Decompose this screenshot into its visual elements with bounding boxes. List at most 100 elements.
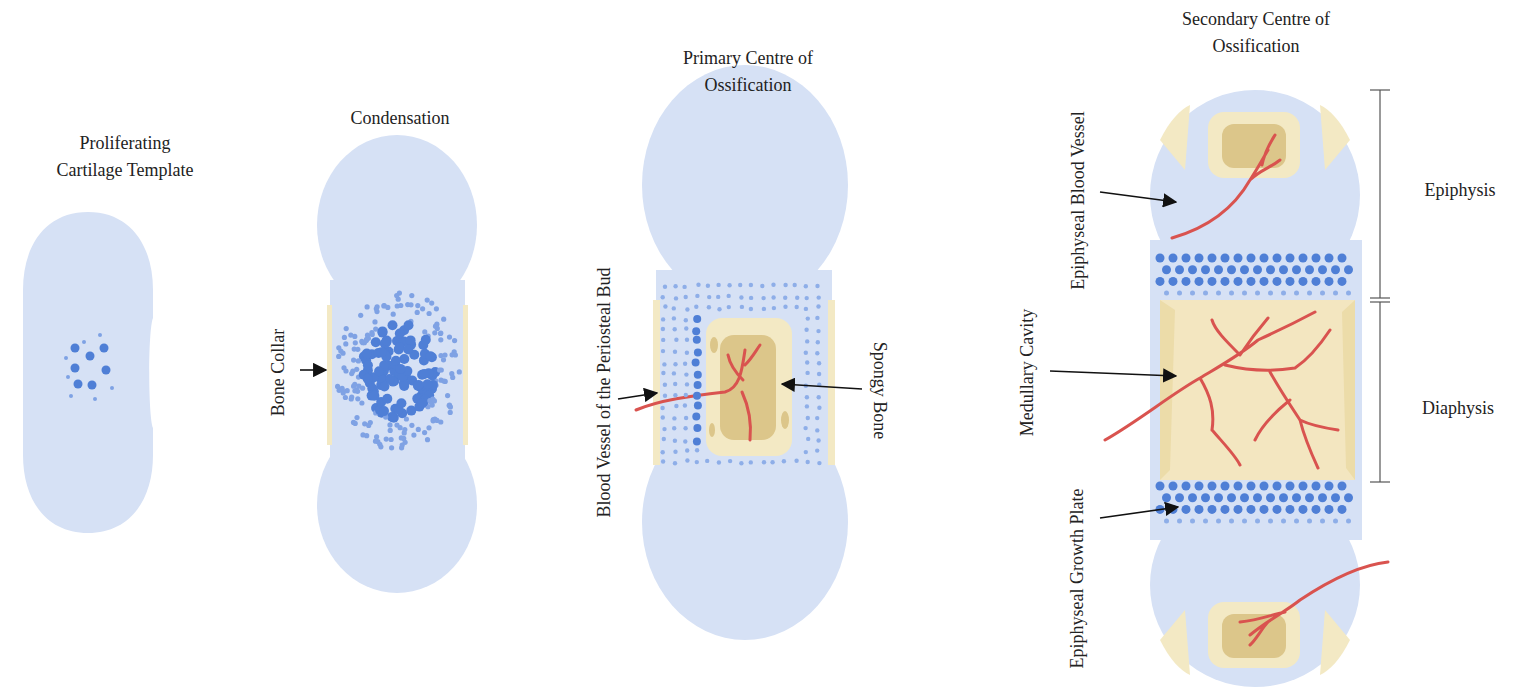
chondrocyte-dot — [1162, 493, 1171, 502]
chondrocyte-dot — [817, 295, 821, 299]
chondrocyte-dot — [1286, 277, 1295, 286]
chondrocyte-dot — [415, 310, 420, 315]
chondrocyte-dot — [1164, 519, 1169, 524]
chondrocyte-dots — [64, 254, 1353, 524]
chondrocyte-dot — [382, 394, 392, 404]
chondrocyte-dot — [88, 381, 97, 390]
chondrocyte-dot — [417, 398, 427, 408]
chondrocyte-dot — [344, 326, 349, 331]
chondrocyte-dot — [1201, 265, 1210, 274]
chondrocyte-dot — [661, 450, 665, 454]
chondrocyte-dot — [1305, 265, 1314, 274]
chondrocyte-dot — [1240, 265, 1249, 274]
chondrocyte-dot — [437, 367, 442, 372]
chondrocyte-dot — [415, 303, 420, 308]
chondrocyte-dot — [683, 362, 687, 366]
chondrocyte-dot — [673, 284, 677, 288]
stage-label: Epiphysis — [1424, 177, 1495, 204]
chondrocyte-dot — [1325, 505, 1334, 514]
chondrocyte-dot — [1190, 291, 1195, 296]
chondrocyte-dot — [682, 285, 686, 289]
chondrocyte-dot — [1227, 265, 1236, 274]
chondrocyte-dot — [1234, 505, 1243, 514]
chondrocyte-dot — [1325, 254, 1334, 263]
chondrocyte-dot — [413, 381, 423, 391]
chondrocyte-dot — [793, 283, 797, 287]
chondrocyte-dot — [684, 318, 688, 322]
chondrocyte-dot — [706, 284, 710, 288]
chondrocyte-dot — [673, 450, 677, 454]
chondrocyte-dot — [816, 340, 820, 344]
chondrocyte-dot — [661, 327, 665, 331]
chondrocyte-dot — [673, 439, 677, 443]
chondrocyte-dot — [365, 304, 370, 309]
stage-label: Secondary Centre of Ossification — [1161, 6, 1351, 60]
chondrocyte-dot — [98, 333, 102, 337]
chondrocyte-dot — [1164, 291, 1169, 296]
chondrocyte-dot — [727, 305, 731, 309]
chondrocyte-dot — [1234, 482, 1243, 491]
chondrocyte-dot — [805, 395, 809, 399]
chondrocyte-dot — [447, 402, 452, 407]
chondrocyte-dot — [342, 335, 347, 340]
chondrocyte-dot — [1338, 254, 1347, 263]
chondrocyte-dot — [673, 350, 677, 354]
chondrocyte-dot — [1214, 265, 1223, 274]
chondrocyte-dot — [685, 458, 689, 462]
chondrocyte-dot — [382, 336, 392, 346]
chondrocyte-dot — [395, 342, 405, 352]
chondrocyte-dot — [110, 386, 114, 390]
chondrocyte-dot — [1299, 505, 1308, 514]
chondrocyte-dot — [441, 317, 446, 322]
chondrocyte-dot — [672, 426, 676, 430]
chondrocyte-dot — [1229, 291, 1234, 296]
chondrocyte-dot — [441, 378, 446, 383]
chondrocyte-dot — [1214, 493, 1223, 502]
chondrocyte-dot — [806, 437, 810, 441]
chondrocyte-dot — [1299, 277, 1308, 286]
chondrocyte-dot — [740, 305, 744, 309]
chondrocyte-dot — [403, 344, 413, 354]
chondrocyte-dot — [82, 340, 86, 344]
primary-centre-bone — [636, 65, 848, 640]
chondrocyte-dot — [372, 319, 377, 324]
chondrocyte-dot — [1253, 265, 1262, 274]
chondrocyte-dot — [672, 316, 676, 320]
chondrocyte-dot — [717, 307, 721, 311]
chondrocyte-dot — [384, 437, 389, 442]
chondrocyte-dot — [1338, 482, 1347, 491]
chondrocyte-dot — [1338, 277, 1347, 286]
chondrocyte-dot — [1318, 493, 1327, 502]
chondrocyte-dot — [1294, 291, 1299, 296]
chondrocyte-dot — [805, 404, 809, 408]
chondrocyte-dot — [661, 415, 665, 419]
chondrocyte-dot — [1299, 254, 1308, 263]
chondrocyte-dot — [1266, 493, 1275, 502]
chondrocyte-dot — [432, 398, 437, 403]
chondrocyte-dot — [684, 372, 688, 376]
chondrocyte-dot — [1331, 265, 1340, 274]
chondrocyte-dot — [369, 330, 374, 335]
chondrocyte-dot — [692, 327, 700, 335]
chondrocyte-dot — [1325, 482, 1334, 491]
chondrocyte-dot — [363, 374, 373, 384]
chondrocyte-dot — [1255, 519, 1260, 524]
chondrocyte-dot — [816, 304, 820, 308]
chondrocyte-dot — [684, 295, 688, 299]
chondrocyte-dot — [352, 388, 357, 393]
chondrocyte-dot — [1346, 519, 1351, 524]
chondrocyte-dot — [336, 354, 341, 359]
chondrocyte-dot — [1286, 505, 1295, 514]
chondrocyte-dot — [663, 285, 667, 289]
chondrocyte-dot — [673, 393, 677, 397]
chondrocyte-dot — [762, 307, 766, 311]
chondrocyte-dot — [438, 337, 443, 342]
chondrocyte-dot — [432, 330, 437, 335]
chondrocyte-dot — [447, 335, 452, 340]
chondrocyte-dot — [429, 301, 434, 306]
chondrocyte-dot — [694, 381, 702, 389]
chondrocyte-dot — [409, 293, 414, 298]
chondrocyte-dot — [661, 317, 665, 321]
chondrocyte-dot — [683, 439, 687, 443]
